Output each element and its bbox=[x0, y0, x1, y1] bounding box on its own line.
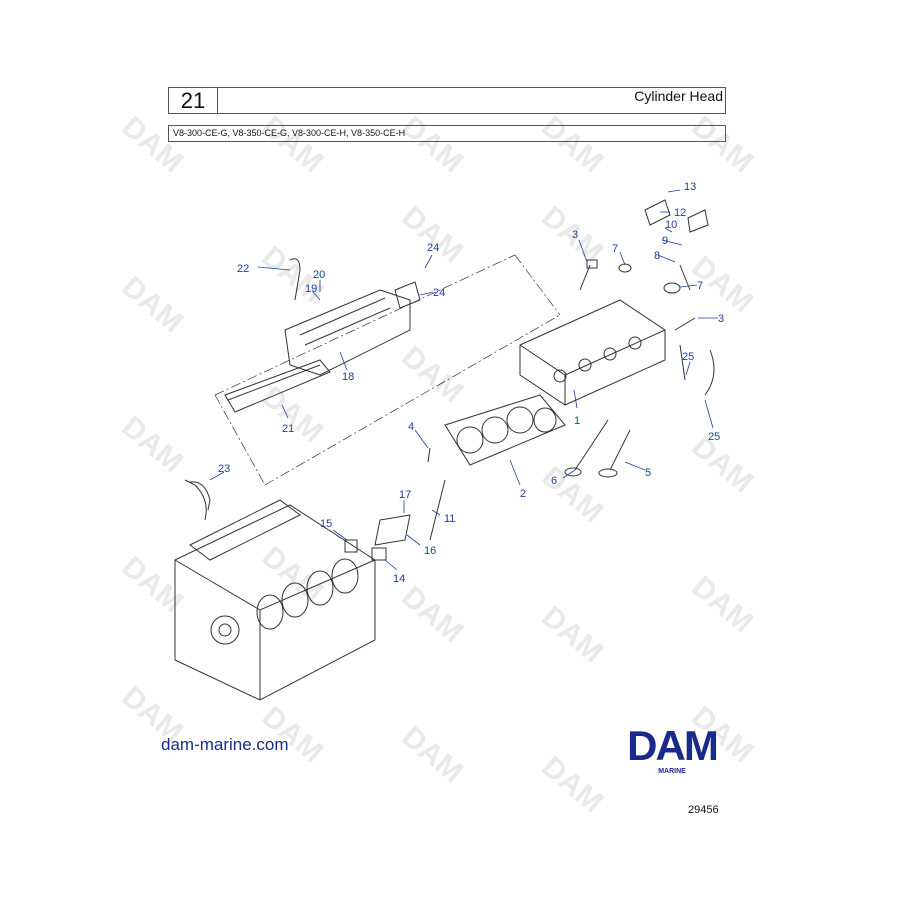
cylinder-head-drawing bbox=[519, 299, 666, 406]
callout-14: 14 bbox=[393, 573, 405, 585]
section-number: 21 bbox=[169, 88, 218, 113]
callout-7: 7 bbox=[612, 243, 618, 255]
model-list: V8-300-CE-G, V8-350-CE-G, V8-300-CE-H, V… bbox=[168, 125, 726, 142]
watermark-text: DAM bbox=[396, 580, 470, 649]
callout-8: 8 bbox=[654, 250, 660, 262]
valve-cover-drawing bbox=[284, 258, 421, 376]
callout-15: 15 bbox=[320, 518, 332, 530]
logo-wordmark: DAM bbox=[627, 722, 719, 769]
callout-2: 2 bbox=[520, 488, 526, 500]
watermark-text: DAM bbox=[256, 110, 330, 179]
valve-cover-gasket-drawing bbox=[224, 359, 331, 413]
watermark-text: DAM bbox=[116, 550, 190, 619]
callout-21: 21 bbox=[282, 423, 294, 435]
watermark-text: DAM bbox=[116, 410, 190, 479]
callout-6: 6 bbox=[551, 475, 557, 487]
callout-1: 1 bbox=[574, 415, 580, 427]
watermark-text: DAM bbox=[686, 430, 760, 499]
callout-10: 10 bbox=[665, 219, 677, 231]
callout-19: 19 bbox=[305, 283, 317, 295]
callout-5: 5 bbox=[645, 467, 651, 479]
callout-23: 23 bbox=[218, 463, 230, 475]
figure-number: 29456 bbox=[688, 804, 719, 816]
callout-3: 3 bbox=[718, 313, 724, 325]
dam-marine-logo: DAM MARINE bbox=[606, 722, 738, 784]
assembly-reference-lines bbox=[214, 254, 561, 486]
watermark-text: DAM bbox=[256, 380, 330, 449]
callout-11: 11 bbox=[444, 513, 455, 525]
callout-9: 9 bbox=[662, 235, 668, 247]
header-box: 21 Cylinder Head bbox=[168, 87, 726, 114]
callout-13: 13 bbox=[684, 181, 696, 193]
callout-18: 18 bbox=[342, 371, 354, 383]
callout-25: 25 bbox=[682, 351, 694, 363]
callout-24: 24 bbox=[427, 242, 439, 254]
callout-25: 25 bbox=[708, 431, 720, 443]
callout-22: 22 bbox=[237, 263, 249, 275]
callout-4: 4 bbox=[408, 421, 414, 433]
watermark-text: DAM bbox=[396, 720, 470, 789]
callout-7: 7 bbox=[697, 280, 703, 292]
watermark-text: DAM bbox=[396, 340, 470, 409]
watermark-text: DAM bbox=[536, 600, 610, 669]
callout-3: 3 bbox=[572, 229, 578, 241]
watermark-text: DAM bbox=[116, 270, 190, 339]
logo-subtitle: MARINE bbox=[658, 768, 686, 775]
callout-20: 20 bbox=[313, 269, 325, 281]
watermark-text: DAM bbox=[256, 540, 330, 609]
watermark-text: DAM bbox=[536, 460, 610, 529]
callout-12: 12 bbox=[674, 207, 686, 219]
watermark-text: DAM bbox=[686, 570, 760, 639]
watermark-text: DAM bbox=[396, 200, 470, 269]
watermark-text: DAM bbox=[536, 750, 610, 819]
callout-16: 16 bbox=[424, 545, 436, 557]
engine-block-drawing bbox=[174, 479, 376, 701]
callout-17: 17 bbox=[399, 489, 411, 501]
website-link[interactable]: dam-marine.com bbox=[161, 735, 289, 754]
watermark-text: DAM bbox=[686, 110, 760, 179]
callout-labels: 1233456778910111213141516171819202122232… bbox=[218, 181, 724, 585]
page-title: Cylinder Head bbox=[634, 88, 723, 104]
callout-leaders bbox=[209, 189, 718, 571]
watermark-text: DAM bbox=[116, 110, 190, 179]
callout-24: 24 bbox=[433, 287, 445, 299]
watermark-text: DAM bbox=[536, 110, 610, 179]
small-parts-drawing bbox=[189, 199, 715, 561]
head-gasket-drawing bbox=[444, 394, 566, 466]
watermark-text: DAM bbox=[396, 110, 470, 179]
